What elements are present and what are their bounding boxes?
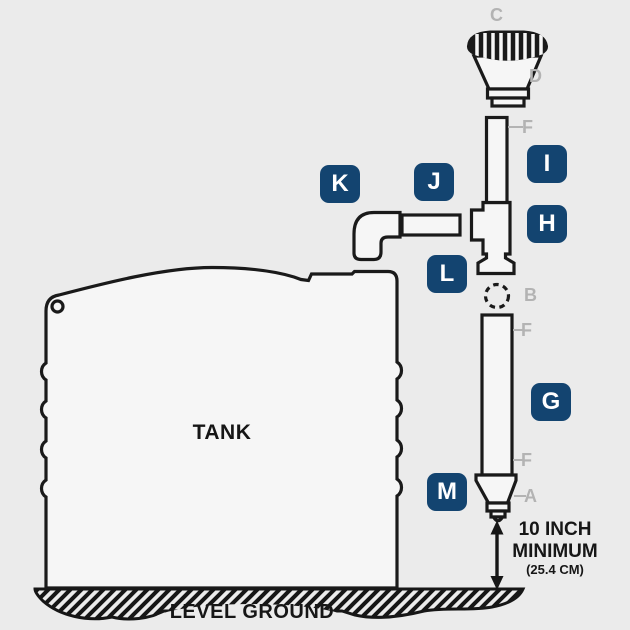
- union-circle: [483, 282, 511, 310]
- dimension-line-1: 10 INCH: [518, 519, 592, 540]
- dimension-note: 10 INCH MINIMUM (25.4 CM): [502, 519, 608, 578]
- level-ground-label: LEVEL GROUND: [169, 601, 335, 623]
- horizontal-pipe: [400, 213, 462, 237]
- nozzle-tip: [490, 515, 506, 523]
- badge-l: L: [427, 255, 467, 293]
- part-label-f-mid: F: [521, 320, 532, 340]
- badge-j: J: [414, 163, 454, 201]
- tank-outline: [39, 265, 404, 590]
- nozzle-taper: [474, 473, 518, 505]
- funnel-neck-lower: [490, 96, 526, 108]
- dimension-arrow: [490, 520, 504, 590]
- part-label-d: D: [529, 66, 542, 86]
- dimension-line-3: (25.4 CM): [526, 562, 584, 577]
- ground-label-gap: [152, 604, 350, 630]
- part-label-a: A: [524, 486, 537, 506]
- dimension-line-2: MINIMUM: [512, 541, 598, 562]
- part-label-c: C: [490, 5, 503, 25]
- part-label-f-bottom: F: [521, 450, 532, 470]
- lower-pipe: [480, 313, 514, 477]
- badge-g: G: [531, 383, 571, 421]
- part-label-f-top: F: [522, 117, 533, 137]
- badge-m: M: [427, 473, 467, 511]
- badge-i: I: [527, 145, 567, 183]
- part-label-b: B: [524, 285, 537, 305]
- tank-vent-hole: [50, 299, 65, 314]
- badge-h: H: [527, 205, 567, 243]
- ground-hatch: [33, 587, 526, 621]
- badge-k: K: [320, 165, 360, 203]
- tee-fitting: [469, 200, 516, 276]
- tank-label: TANK: [192, 421, 252, 444]
- upper-riser-pipe: [484, 115, 509, 205]
- elbow-pipe: [352, 210, 402, 262]
- vent-cap-ribs: [475, 33, 543, 61]
